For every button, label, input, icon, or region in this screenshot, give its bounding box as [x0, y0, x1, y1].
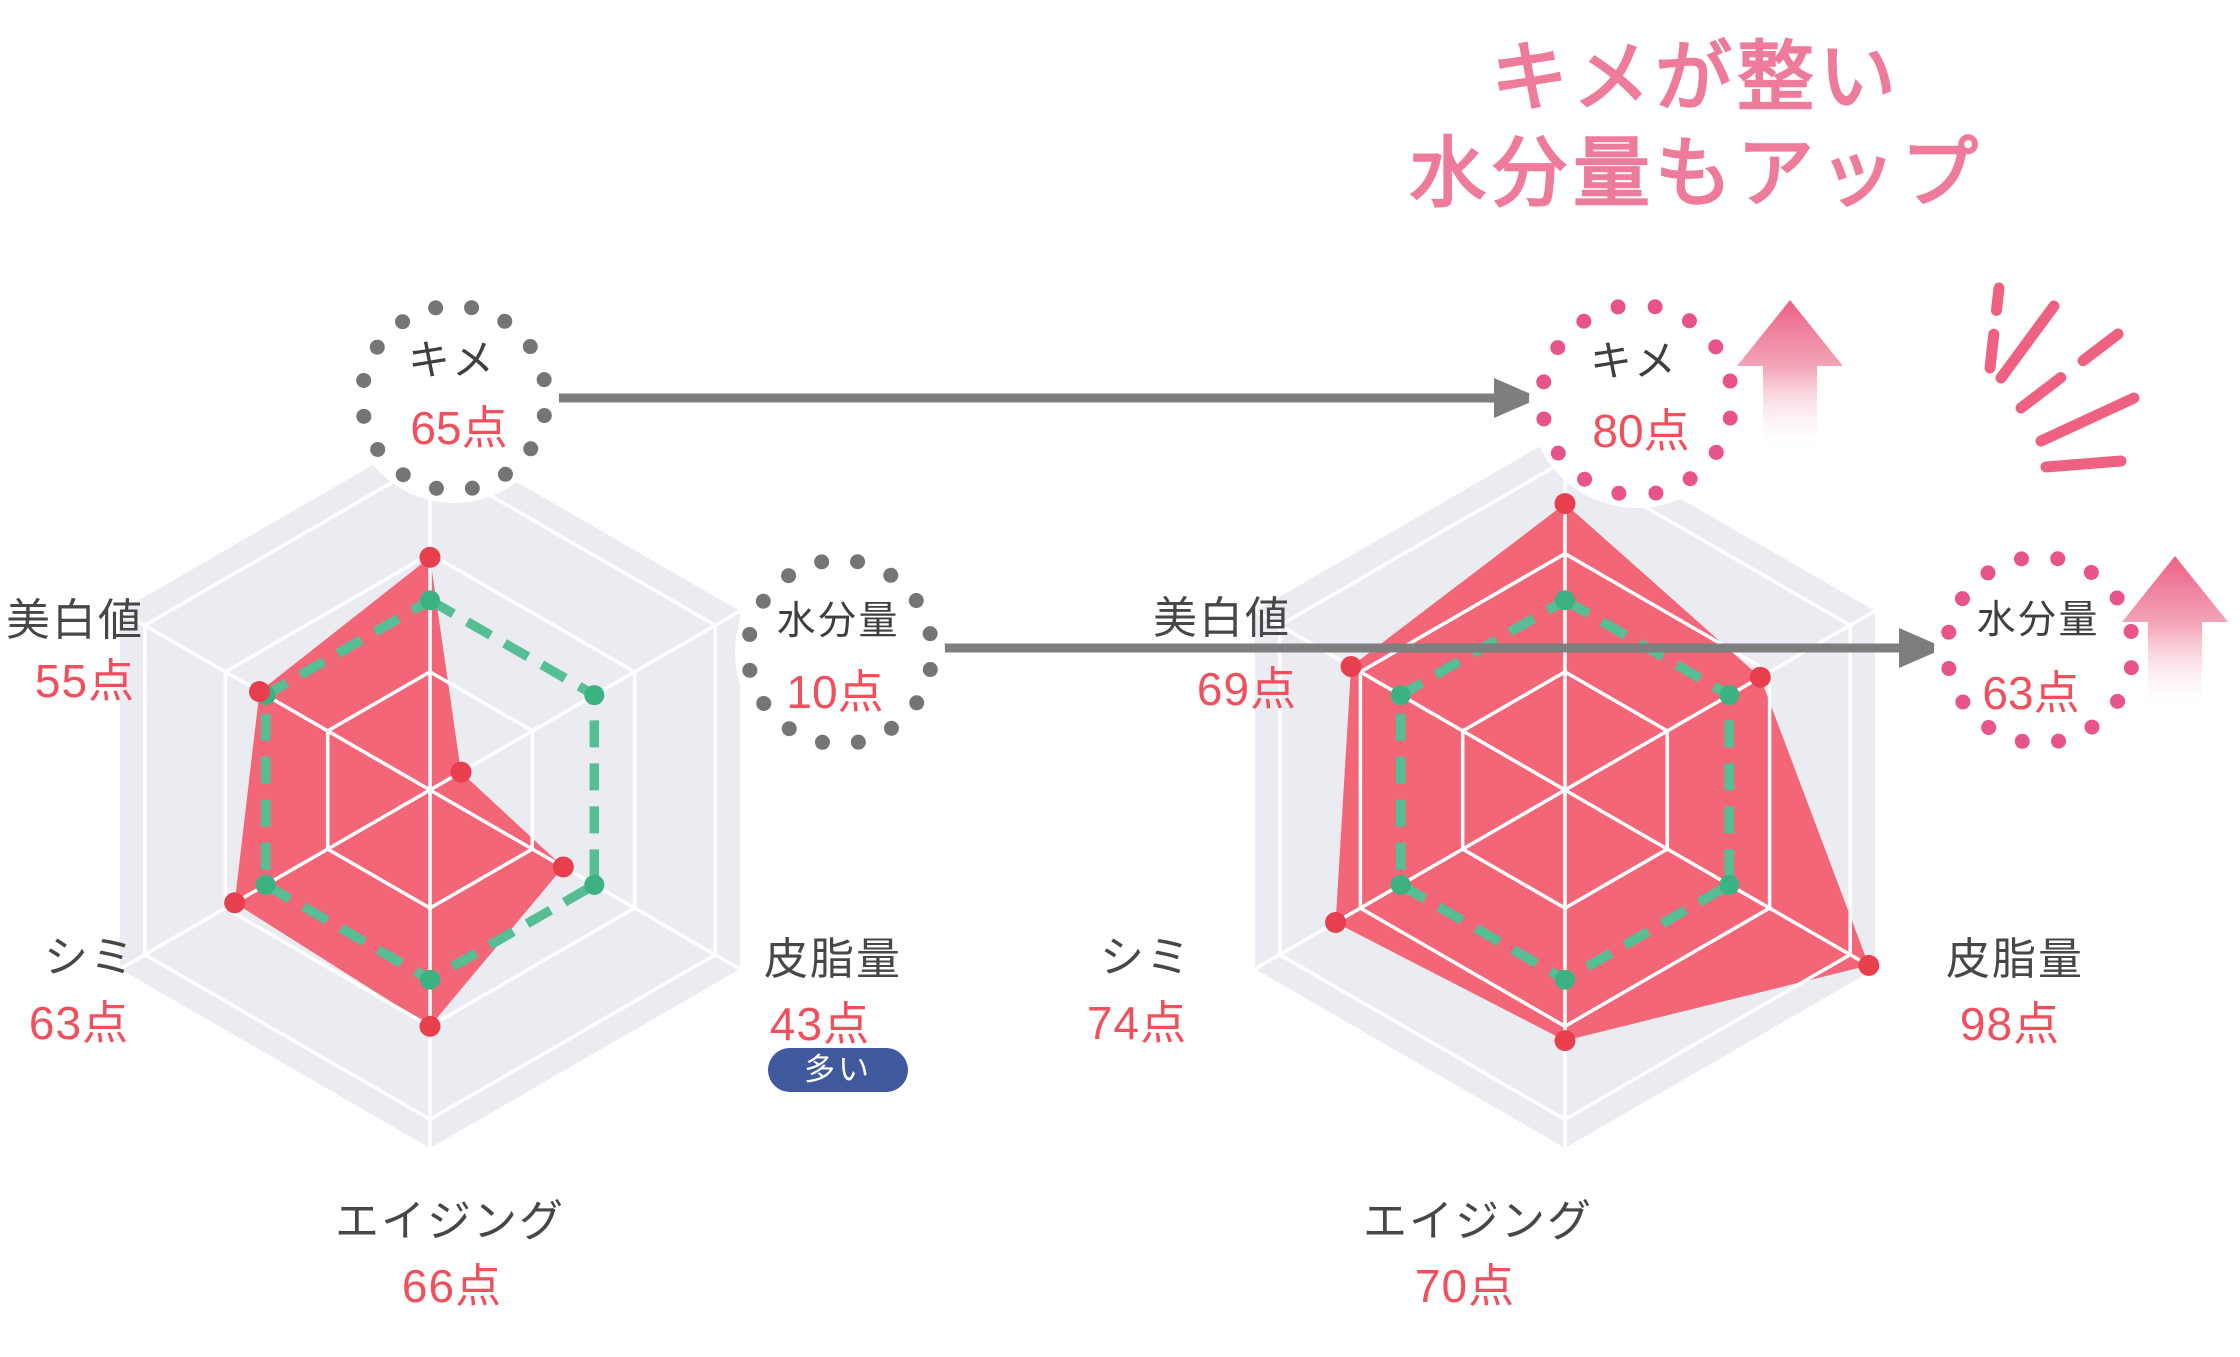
callout-kime-label: キメ	[407, 336, 497, 384]
score-point	[419, 1015, 441, 1037]
score-point	[1554, 493, 1576, 515]
headline: キメが整い 水分量もアップ	[1360, 30, 2032, 222]
headline-line1: キメが整い	[1491, 35, 1901, 121]
axis-label-spots: シミ	[1100, 933, 1192, 982]
radar-chart-before	[119, 432, 741, 1148]
headline-line2: 水分量もアップ	[1409, 131, 1983, 217]
baseline-point	[1390, 874, 1411, 895]
baseline-point	[420, 590, 440, 611]
callout-kime-score: 80点	[1592, 405, 1690, 457]
axis-label-aging: エイジング	[1363, 1197, 1593, 1246]
score-point	[1340, 655, 1362, 677]
up-arrow-icon	[2122, 556, 2228, 712]
radar-chart-after	[1254, 432, 1880, 1148]
callout-moisture-score: 63点	[1982, 667, 2080, 719]
score-point	[1325, 911, 1347, 933]
transition-arrow-icon	[548, 378, 1540, 418]
axis-score-spots: 74点	[1086, 997, 1188, 1049]
callout-moisture-label: 水分量	[1976, 599, 2100, 642]
axis-label-whitening: 美白値	[1153, 594, 1291, 643]
callout-moisture-score: 10点	[786, 666, 884, 718]
axis-score-aging: 70点	[1414, 1260, 1516, 1312]
baseline-point	[584, 874, 605, 895]
axis-score-sebum: 98点	[1959, 998, 2061, 1050]
axis-label-sebum: 皮脂量	[1946, 935, 2084, 984]
baseline-point	[1719, 685, 1740, 706]
score-point	[552, 856, 574, 878]
baseline-point	[255, 874, 276, 895]
score-point	[450, 761, 472, 783]
axis-label-spots: シミ	[44, 933, 136, 982]
sparkle-icon	[1984, 282, 2140, 473]
score-point	[1554, 1030, 1576, 1052]
callout-kime-label: キメ	[1589, 337, 1679, 385]
dotted-circle	[1934, 544, 2146, 756]
score-point	[248, 681, 270, 703]
score-polygon	[1335, 503, 1869, 1041]
baseline-point	[584, 685, 605, 706]
baseline-point	[1555, 590, 1575, 611]
callout-kime-score: 65点	[410, 402, 508, 454]
axis-score-whitening: 69点	[1196, 663, 1298, 715]
score-point	[1749, 666, 1771, 688]
transition-arrow-icon	[937, 628, 1945, 668]
score-point	[419, 546, 441, 568]
axis-score-spots: 63点	[28, 997, 130, 1049]
dotted-circle	[349, 293, 559, 503]
axis-score-sebum: 43点	[769, 998, 871, 1050]
callout-moisture-label: 水分量	[776, 600, 900, 643]
baseline-point	[1719, 874, 1740, 895]
dotted-circle	[735, 547, 945, 757]
axis-label-whitening: 美白値	[6, 596, 144, 645]
sebum-level-badge: 多い	[768, 1048, 908, 1092]
up-arrow-icon	[1737, 300, 1843, 452]
axis-label-aging: エイジング	[335, 1197, 565, 1246]
axis-score-aging: 66点	[401, 1260, 503, 1312]
baseline-point	[420, 969, 440, 990]
score-point	[224, 892, 246, 914]
score-point	[1858, 954, 1880, 976]
axis-score-whitening: 55点	[34, 655, 136, 707]
axis-label-sebum: 皮脂量	[764, 935, 902, 984]
dotted-circle	[1529, 292, 1745, 508]
baseline-point	[1390, 685, 1411, 706]
baseline-point	[1555, 969, 1575, 990]
